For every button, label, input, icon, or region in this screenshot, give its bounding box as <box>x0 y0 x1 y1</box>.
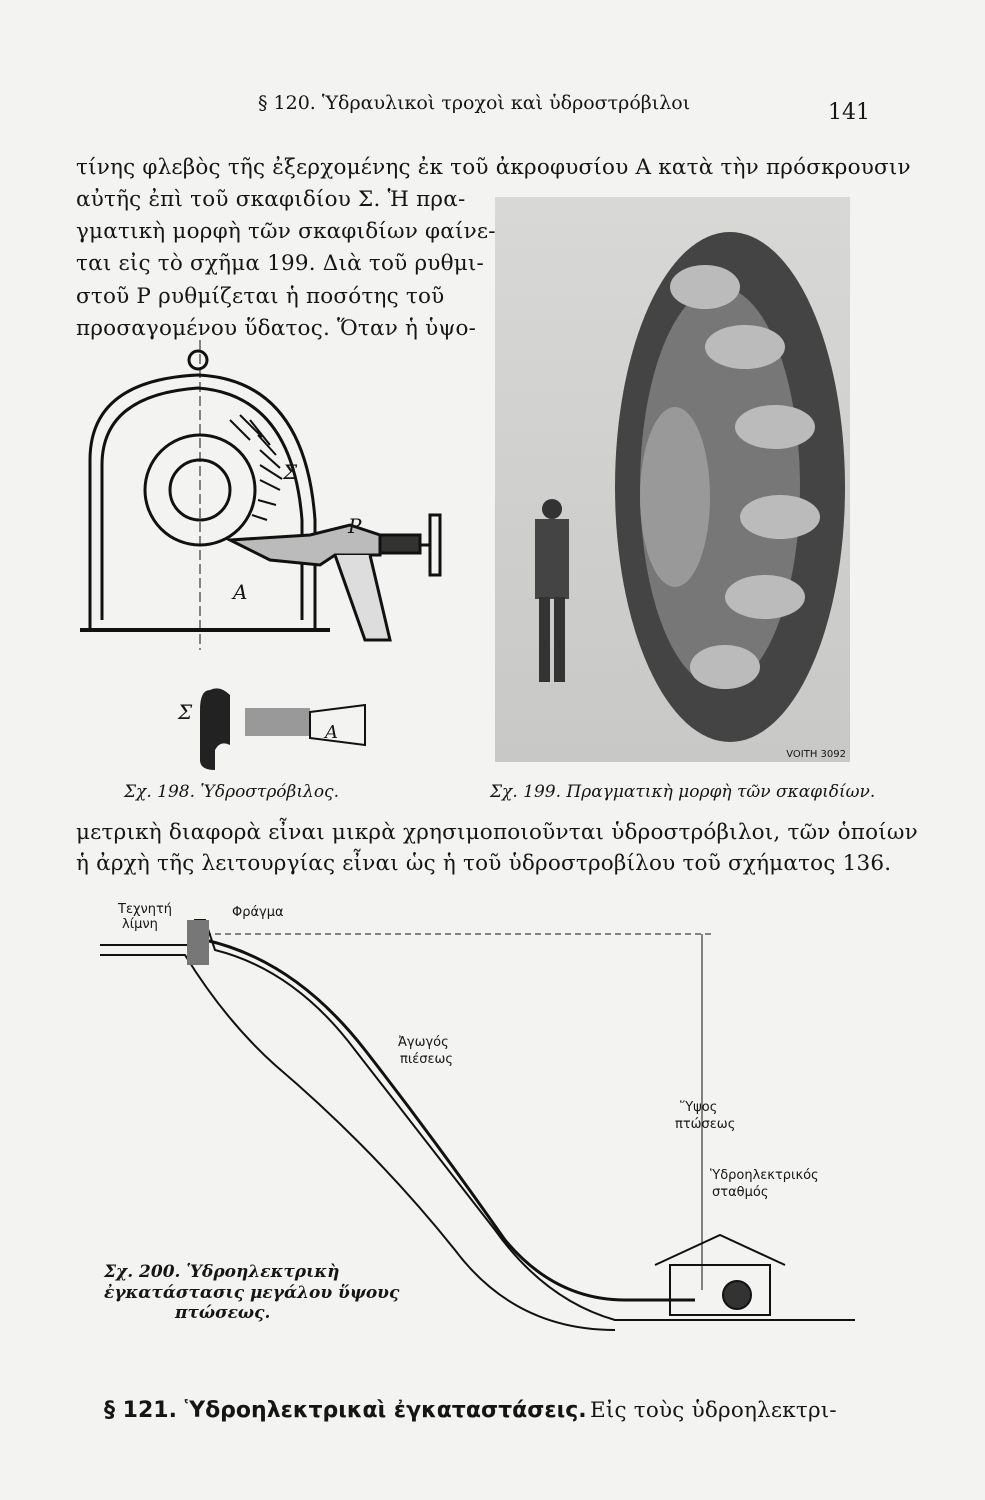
label-a-detail: A <box>325 722 338 743</box>
hydroelectric-diagram <box>100 919 855 1331</box>
label-sigma: Σ <box>283 460 298 484</box>
label-a: A <box>233 580 248 604</box>
text-line: αὐτῆς ἐπὶ τοῦ σκαφιδίου Σ. Ἡ πρα- <box>76 187 466 212</box>
text-line: γματικὴ μορφὴ τῶν σκαφιδίων φαίνε- <box>76 219 496 244</box>
label-lake-2: λίμνη <box>122 917 158 932</box>
label-height-2: πτώσεως <box>675 1117 736 1132</box>
pelton-wheel-photo: VOITH 3092 <box>495 197 850 762</box>
text-line: προσαγομένου ὕδατος. Ὅταν ἡ ὑψο- <box>76 316 477 341</box>
page-number: 141 <box>828 100 870 125</box>
text-line: μετρικὴ διαφορὰ εἶναι μικρὰ χρησιμοποιοῦ… <box>76 820 918 845</box>
fig200-caption-3: πτώσεως. <box>175 1303 271 1323</box>
label-sigma-detail: Σ <box>178 700 193 724</box>
turbine-diagram <box>80 340 442 770</box>
label-p: P <box>348 514 362 538</box>
text-line: στοῦ P ρυθμίζεται ἡ ποσότης τοῦ <box>76 284 445 309</box>
section-heading: § 121. Ὑδροηλεκτρικαὶ ἐγκαταστάσεις. <box>104 1398 587 1423</box>
running-header: § 120. Ὑδραυλικοὶ τροχοὶ καὶ ὑδροστρόβιλ… <box>258 92 691 114</box>
fig199-caption: Σχ. 199. Πραγματικὴ μορφὴ τῶν σκαφιδίων. <box>490 782 876 802</box>
label-station: Ὑδροηλεκτρικός <box>710 1168 819 1183</box>
label-station-2: σταθμός <box>712 1185 769 1200</box>
photo-mark: VOITH 3092 <box>786 749 846 760</box>
text-line: Εἰς τοὺς ὑδροηλεκτρι- <box>590 1398 837 1423</box>
label-pipe: Ἀγωγός <box>398 1035 449 1050</box>
text-line: ται εἰς τὸ σχῆμα 199. Διὰ τοῦ ρυθμι- <box>76 251 484 276</box>
fig198-caption: Σχ. 198. Ὑδροστρόβιλος. <box>124 782 339 802</box>
label-lake: Τεχνητή <box>118 902 173 917</box>
text-line: ἡ ἀρχὴ τῆς λειτουργίας εἶναι ὡς ἡ τοῦ ὑδ… <box>76 851 892 876</box>
label-height: Ὕψος <box>680 1100 718 1115</box>
label-pipe-2: πιέσεως <box>400 1052 454 1067</box>
fig200-caption: Σχ. 200. Ὑδροηλεκτρικὴ <box>104 1262 340 1282</box>
label-dam: Φράγμα <box>232 905 284 920</box>
text-line: τίνης φλεβὸς τῆς ἐξερχομένης ἐκ τοῦ ἀκρο… <box>76 155 911 180</box>
fig200-caption-2: ἐγκατάστασις μεγάλου ὕψους <box>104 1283 400 1303</box>
